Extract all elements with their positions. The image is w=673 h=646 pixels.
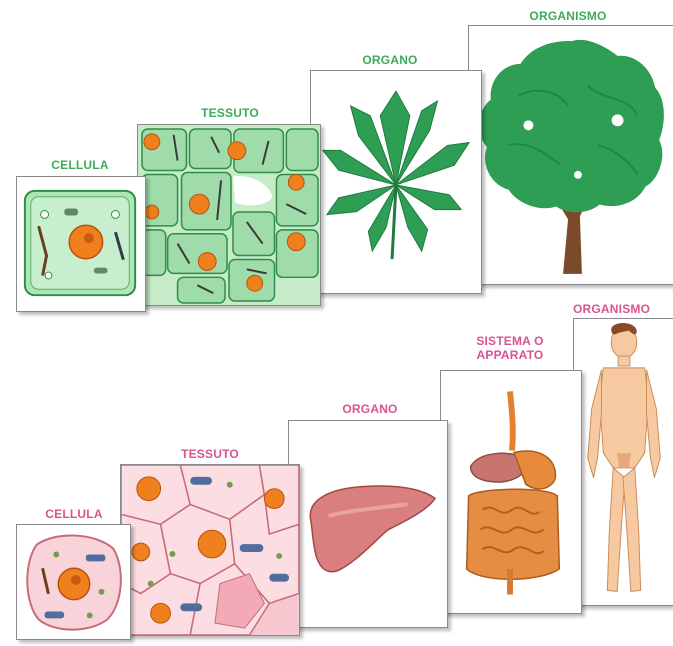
digestive-system-illustration xyxy=(441,371,581,613)
plant-cell-card xyxy=(16,176,146,312)
plant-tissue-label: TESSUTO xyxy=(170,106,290,120)
plant-cell-illustration xyxy=(17,177,145,311)
plant-organ-card xyxy=(310,70,482,294)
animal-system-label-line1: SISTEMA O xyxy=(450,334,570,348)
animal-organism-card xyxy=(573,318,673,606)
plant-organ-label: ORGANO xyxy=(330,53,450,67)
tree-illustration xyxy=(469,26,673,284)
animal-cell-card xyxy=(16,524,131,640)
plant-tissue-card xyxy=(137,124,321,306)
animal-organ-label: ORGANO xyxy=(310,402,430,416)
plant-organism-card xyxy=(468,25,673,285)
animal-cell-illustration xyxy=(17,525,130,639)
animal-system-label-line2: APPARATO xyxy=(450,348,570,362)
plant-tissue-illustration xyxy=(138,125,320,305)
animal-tissue-illustration xyxy=(121,465,299,635)
human-body-illustration xyxy=(574,319,673,605)
plant-organism-label: ORGANISMO xyxy=(468,9,668,23)
animal-organism-label: ORGANISMO xyxy=(573,302,673,316)
animal-system-label: SISTEMA O APPARATO xyxy=(450,334,570,362)
leaf-illustration xyxy=(311,71,481,293)
liver-illustration xyxy=(289,421,447,627)
animal-system-card xyxy=(440,370,582,614)
animal-tissue-label: TESSUTO xyxy=(150,447,270,461)
plant-cell-label: CELLULA xyxy=(20,158,140,172)
animal-tissue-card xyxy=(120,464,300,636)
animal-cell-label: CELLULA xyxy=(14,507,134,521)
animal-organ-card xyxy=(288,420,448,628)
